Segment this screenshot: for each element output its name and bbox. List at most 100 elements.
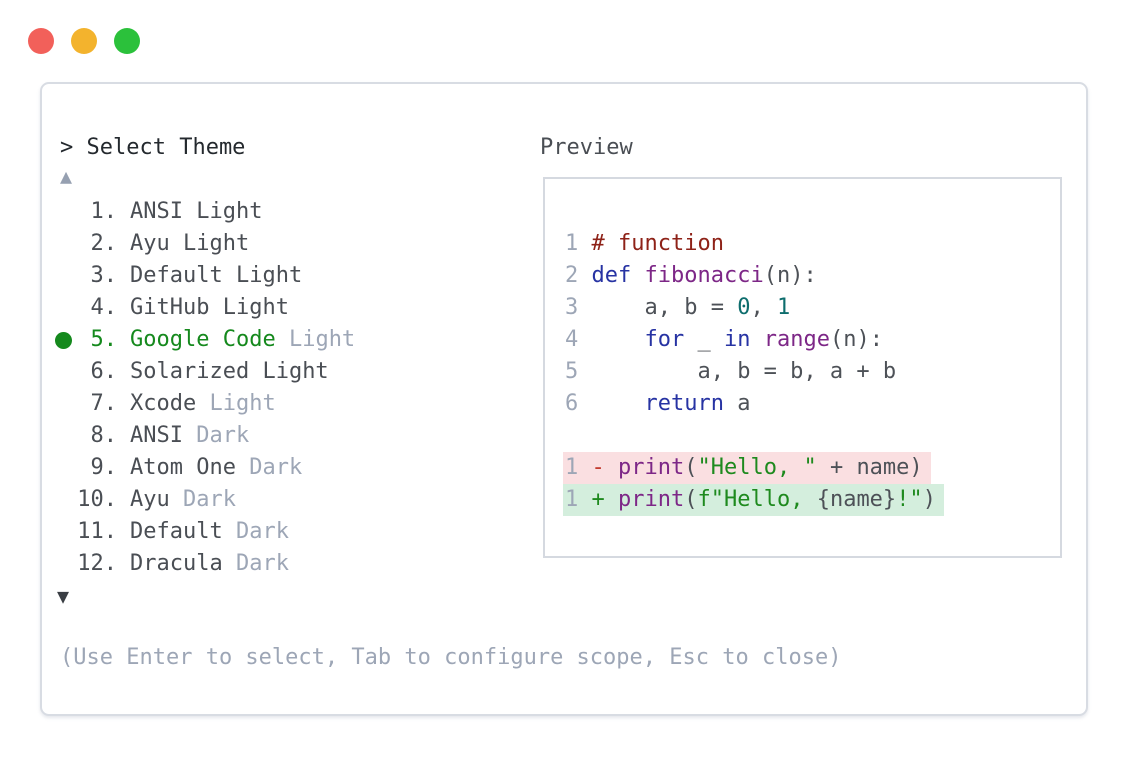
theme-list-item[interactable]: 1. ANSI Light: [55, 196, 355, 228]
item-number: 4.: [90, 295, 118, 320]
selected-item-bullet: [55, 324, 77, 356]
maximize-button[interactable]: [114, 28, 140, 54]
code-token-plain: [631, 263, 644, 288]
code-token-plain: [605, 487, 618, 512]
item-variant: Dark: [235, 519, 289, 544]
code-token-string: !": [896, 487, 923, 512]
item-marker: [55, 420, 77, 452]
line-number: 1: [565, 231, 592, 256]
item-marker: [55, 388, 77, 420]
item-number: 8.: [90, 423, 118, 448]
code-token-plus: +: [591, 487, 605, 512]
item-name: ANSI: [130, 199, 197, 224]
close-button[interactable]: [28, 28, 54, 54]
item-marker: [55, 292, 77, 324]
theme-list-item[interactable]: 2. Ayu Light: [55, 228, 355, 260]
code-token-plain: + name): [816, 455, 923, 480]
scroll-down-icon[interactable]: ▼: [57, 584, 70, 608]
item-variant: Light: [288, 327, 356, 352]
theme-list-item[interactable]: 12. Dracula Dark: [55, 548, 355, 580]
diff-added-line: 1 + print(f"Hello, {name}!"): [563, 484, 944, 516]
code-token-plain: [750, 327, 763, 352]
code-token-plain: a, b =: [591, 295, 738, 320]
preview-label: Preview: [540, 135, 633, 160]
code-token-minus: -: [591, 455, 605, 480]
item-name: Dracula: [130, 551, 236, 576]
theme-list-item[interactable]: 7.Xcode Light: [55, 388, 355, 420]
code-token-comment: # function: [591, 231, 724, 256]
line-number: 2: [565, 263, 592, 288]
code-token-name: print: [618, 455, 685, 480]
item-variant: Dark: [235, 551, 289, 576]
item-variant: Light: [262, 359, 329, 384]
diff-removed-line: 1 - print("Hello, " + name): [563, 452, 931, 484]
theme-list-item[interactable]: 6.Solarized Light: [55, 356, 355, 388]
theme-list-item[interactable]: 8. ANSI Dark: [55, 420, 355, 452]
item-number: 11.: [77, 519, 117, 544]
code-line: 5 a, b = b, a + b: [563, 356, 904, 388]
item-marker: [55, 260, 77, 292]
line-number: 4: [565, 327, 592, 352]
theme-list-item[interactable]: 3.Default Light: [55, 260, 355, 292]
item-name: GitHub: [130, 295, 223, 320]
item-number: 6.: [90, 359, 118, 384]
item-marker: [55, 484, 77, 516]
item-marker: [55, 516, 77, 548]
code-token-name: range: [763, 327, 830, 352]
theme-list-item[interactable]: 10.Ayu Dark: [55, 484, 355, 516]
item-marker: [55, 548, 77, 580]
code-token-plain: (: [684, 455, 698, 480]
item-number: 9.: [90, 455, 118, 480]
traffic-lights: [28, 28, 140, 54]
item-name: Default: [130, 519, 236, 544]
item-name: Ayu: [130, 231, 183, 256]
item-marker: [55, 356, 77, 388]
code-token-plain: ,: [750, 295, 777, 320]
item-name: ANSI: [130, 423, 197, 448]
code-token-number: 0: [737, 295, 751, 320]
code-token-name: fibonacci: [644, 263, 764, 288]
item-marker: [55, 196, 77, 228]
code-token-plain: ): [922, 487, 936, 512]
item-variant: Dark: [196, 423, 250, 448]
help-text: (Use Enter to select, Tab to configure s…: [60, 645, 842, 670]
item-variant: Dark: [249, 455, 303, 480]
blank-line: [545, 420, 1060, 452]
item-number: 5.: [90, 327, 118, 352]
code-token-keyword: in: [723, 327, 751, 352]
code-line: 4 for _ in range(n):: [563, 324, 891, 356]
item-marker: [55, 452, 77, 484]
code-token-plain: {name}: [816, 487, 897, 512]
item-name: Ayu: [130, 487, 183, 512]
code-token-plain: (n):: [763, 263, 817, 288]
theme-list-item[interactable]: 4.GitHub Light: [55, 292, 355, 324]
code-token-keyword: for: [644, 327, 685, 352]
minimize-button[interactable]: [71, 28, 97, 54]
theme-list-item[interactable]: 9.Atom One Dark: [55, 452, 355, 484]
item-number: 7.: [90, 391, 118, 416]
line-number: 6: [565, 391, 592, 416]
item-name: Google Code: [130, 327, 289, 352]
item-number: 1.: [90, 199, 118, 224]
line-number: 1: [565, 455, 592, 480]
line-number: 1: [565, 487, 592, 512]
code-token-plain: a, b = b, a + b: [591, 359, 897, 384]
code-token-plain: a: [723, 391, 751, 416]
code-token-plain: [605, 455, 618, 480]
item-number: 10.: [77, 487, 117, 512]
code-token-plain: (n):: [829, 327, 883, 352]
scroll-up-icon[interactable]: ▲: [60, 164, 73, 188]
item-variant: Light: [196, 199, 263, 224]
code-token-string: f"Hello,: [697, 487, 817, 512]
item-variant: Light: [182, 231, 250, 256]
theme-list-item[interactable]: 11. Default Dark: [55, 516, 355, 548]
item-number: 12.: [77, 551, 117, 576]
item-number: 3.: [90, 263, 118, 288]
code-token-keyword: return: [644, 391, 724, 416]
theme-list-item[interactable]: 5. Google Code Light: [55, 324, 355, 356]
code-line: 1 # function: [563, 228, 732, 260]
item-number: 2.: [90, 231, 118, 256]
